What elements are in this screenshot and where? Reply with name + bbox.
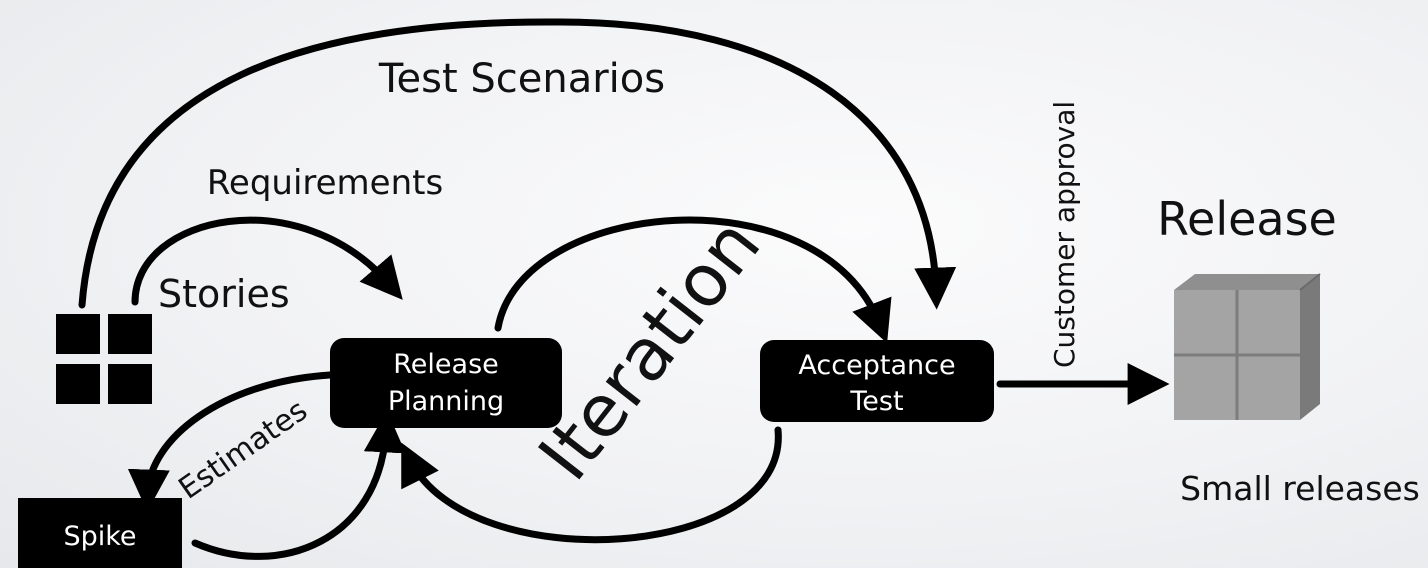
estimates-label: Estimates (173, 393, 314, 507)
stories-grid-icon (56, 314, 152, 404)
requirements-arrow (131, 216, 403, 306)
estimates-arrow (127, 371, 334, 512)
test-scenarios-label: Test Scenarios (378, 56, 665, 102)
release-planning-box: Release Planning (330, 338, 562, 428)
release-cube-icon (1174, 273, 1321, 420)
spike-to-planning-arrow (191, 410, 406, 560)
small-releases-label: Small releases (1180, 469, 1420, 508)
test-scenarios-arrow (78, 18, 957, 310)
acceptance-test-box: Acceptance Test (760, 340, 994, 422)
iteration-top-arrow (494, 216, 892, 344)
release-planning-line2: Planning (388, 386, 504, 417)
stories-label: Stories (158, 272, 290, 316)
spike-box: Spike (18, 498, 182, 568)
iteration-bottom-arrow (401, 426, 782, 544)
requirements-label: Requirements (207, 163, 443, 203)
acceptance-test-line2: Test (849, 386, 903, 417)
release-title: Release (1157, 192, 1337, 246)
spike-label: Spike (63, 521, 136, 552)
acceptance-test-line1: Acceptance (798, 350, 955, 381)
release-planning-line1: Release (393, 349, 499, 380)
customer-approval-label: Customer approval (1048, 101, 1081, 368)
